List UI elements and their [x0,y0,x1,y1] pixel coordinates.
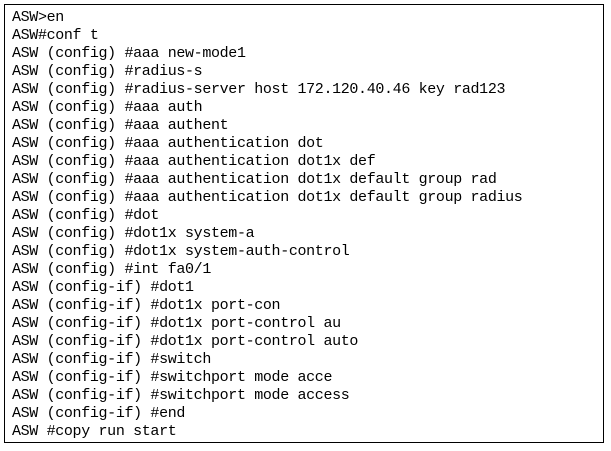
terminal-line: ASW (config) #aaa new-mode1 [12,45,246,62]
terminal-line: ASW (config) #aaa authent [12,117,229,134]
terminal-output: ASW>en ASW#conf t ASW (config) #aaa new-… [4,4,604,443]
terminal-line: ASW (config-if) #switch [12,351,211,368]
terminal-line: ASW (config-if) #end [12,405,186,422]
terminal-line: ASW (config-if) #dot1x port-con [12,297,281,314]
terminal-line: ASW (config) #dot1x system-a [12,225,255,242]
terminal-line: ASW (config) #aaa authentication dot1x d… [12,189,523,206]
terminal-line: ASW (config) #dot [12,207,160,224]
terminal-line: ASW (config-if) #dot1x port-control au [12,315,341,332]
terminal-line: ASW (config-if) #switchport mode access [12,387,350,404]
terminal-line: ASW (config) #radius-s [12,63,203,80]
terminal-line: ASW (config) #aaa auth [12,99,203,116]
terminal-line: ASW (config) #aaa authentication dot1x d… [12,171,497,188]
terminal-line: ASW (config-if) #dot1 [12,279,194,296]
terminal-line: ASW (config) #int fa0/1 [12,261,211,278]
terminal-line: ASW>en [12,9,64,26]
terminal-line: ASW (config-if) #dot1x port-control auto [12,333,359,350]
terminal-line: ASW (config-if) #switchport mode acce [12,369,333,386]
command-log: ASW>en ASW#conf t ASW (config) #aaa new-… [12,9,523,441]
terminal-line: ASW (config) #radius-server host 172.120… [12,81,506,98]
terminal-line: ASW #copy run start [12,423,177,440]
terminal-line: ASW (config) #aaa authentication dot1x d… [12,153,376,170]
terminal-line: ASW#conf t [12,27,99,44]
terminal-line: ASW (config) #aaa authentication dot [12,135,324,152]
terminal-line: ASW (config) #dot1x system-auth-control [12,243,350,260]
